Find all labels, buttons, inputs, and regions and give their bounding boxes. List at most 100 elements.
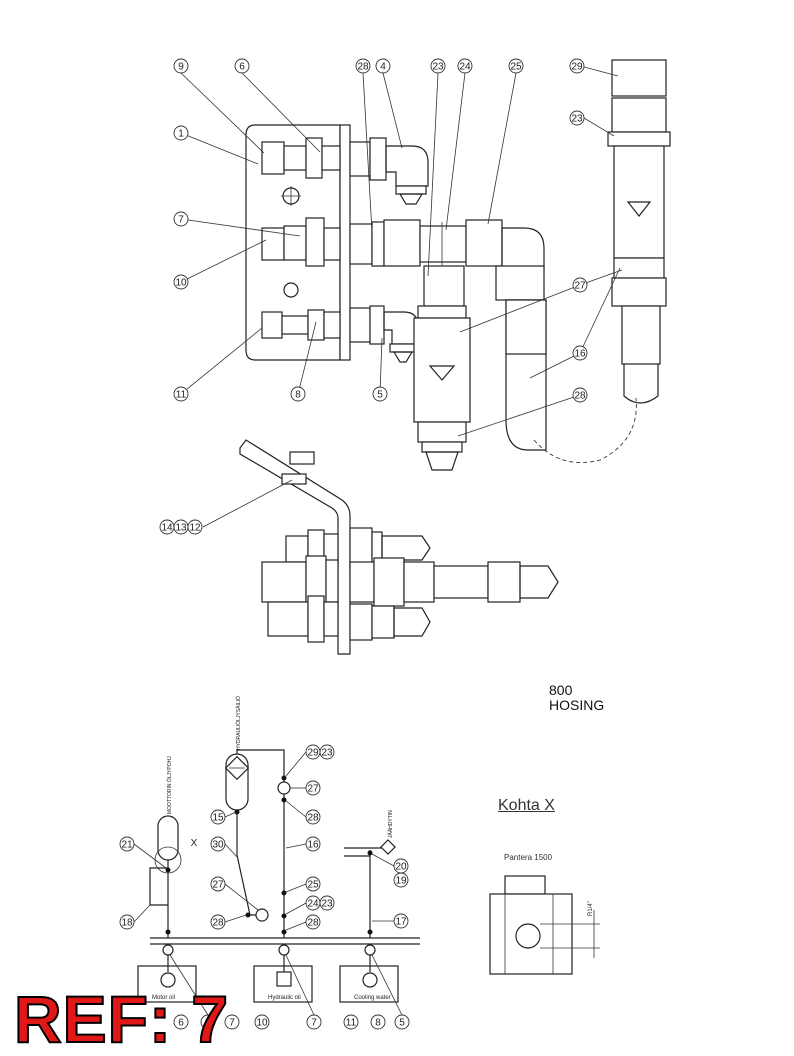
svg-text:10: 10 <box>175 278 187 289</box>
svg-text:16: 16 <box>574 349 586 360</box>
svg-text:28: 28 <box>357 62 369 73</box>
svg-text:16: 16 <box>307 840 319 851</box>
svg-text:5: 5 <box>377 390 383 401</box>
callout-4: 4 <box>375 58 391 74</box>
svg-text:7: 7 <box>311 1018 317 1029</box>
svg-text:28: 28 <box>307 813 319 824</box>
s-callout-16: 16 <box>305 836 321 852</box>
callout-11: 11 <box>173 386 189 402</box>
svg-text:13: 13 <box>175 523 187 534</box>
callout-23: 23 <box>430 58 446 74</box>
callout-10: 10 <box>173 274 189 290</box>
svg-text:8: 8 <box>295 390 301 401</box>
svg-text:6: 6 <box>205 1018 211 1029</box>
hydraulic-tank-label: HYDRAULIÖLJYSÄILIÖ <box>235 696 242 750</box>
callout-23b: 23 <box>569 110 585 126</box>
s-callout-19: 19 <box>393 872 409 888</box>
detail-title: Kohta X <box>498 797 555 814</box>
svg-text:17: 17 <box>395 917 407 928</box>
s-callout-28c: 28 <box>305 914 321 930</box>
s-callout-8: 8 <box>370 1014 386 1030</box>
svg-text:12: 12 <box>189 523 201 534</box>
panel-hydraulic-label: Hydraulic oil <box>268 995 301 1001</box>
svg-text:28: 28 <box>307 918 319 929</box>
svg-text:21: 21 <box>121 840 133 851</box>
callout-16: 16 <box>572 345 588 361</box>
svg-text:25: 25 <box>307 880 319 891</box>
callout-28: 28 <box>355 58 371 74</box>
callout-12: 12 <box>187 519 203 535</box>
svg-text:7: 7 <box>178 215 184 226</box>
s-callout-11: 11 <box>343 1014 359 1030</box>
svg-text:18: 18 <box>121 918 133 929</box>
panel-motor-label: Motor oil <box>152 995 175 1001</box>
s-callout-27b: 27 <box>210 876 226 892</box>
svg-text:28: 28 <box>574 391 586 402</box>
callout-7: 7 <box>173 211 189 227</box>
callout-27: 27 <box>572 277 588 293</box>
callout-8: 8 <box>290 386 306 402</box>
s-callout-20: 20 <box>393 858 409 874</box>
svg-text:23: 23 <box>432 62 444 73</box>
motor-oil-drain-label: MOOTTORIN ÖLJYPOHJ <box>166 756 173 814</box>
s-callout-5: 5 <box>394 1014 410 1030</box>
svg-text:8: 8 <box>375 1018 381 1029</box>
s-callout-21: 21 <box>119 836 135 852</box>
s-callout-23: 23 <box>319 744 335 760</box>
pantera-label: Pantera 1500 <box>504 853 553 862</box>
s-callout-30: 30 <box>210 836 226 852</box>
callout-9: 9 <box>173 58 189 74</box>
svg-text:23: 23 <box>321 899 333 910</box>
svg-text:5: 5 <box>399 1018 405 1029</box>
svg-text:23: 23 <box>321 748 333 759</box>
callout-25: 25 <box>508 58 524 74</box>
svg-text:4: 4 <box>380 62 386 73</box>
svg-text:15: 15 <box>212 813 224 824</box>
top-assembly <box>245 59 671 471</box>
svg-text:20: 20 <box>395 862 407 873</box>
svg-text:27: 27 <box>307 784 319 795</box>
callout-29: 29 <box>569 58 585 74</box>
svg-text:10: 10 <box>256 1018 268 1029</box>
s-callout-27: 27 <box>305 780 321 796</box>
svg-text:11: 11 <box>346 1018 357 1029</box>
callout-leaders <box>180 66 623 528</box>
svg-text:27: 27 <box>212 880 224 891</box>
s-callout-10: 10 <box>254 1014 270 1030</box>
hydraulic-schematic: HYDRAULIÖLJYSÄILIÖ MOOTTORIN ÖLJYPOHJ JÄ… <box>137 696 420 1003</box>
svg-text:29: 29 <box>571 62 583 73</box>
drawing-title-number: 800 <box>549 682 573 698</box>
svg-text:27: 27 <box>574 281 586 292</box>
s-callout-6: 6 <box>173 1014 189 1030</box>
svg-text:6: 6 <box>178 1018 184 1029</box>
panel-cooling-label: Cooling water <box>354 995 391 1001</box>
s-callout-24: 24 <box>305 895 321 911</box>
svg-text:30: 30 <box>212 840 224 851</box>
callout-13: 13 <box>173 519 189 535</box>
drawing-title-name: HOSING <box>549 697 605 713</box>
svg-text:24: 24 <box>459 62 471 73</box>
svg-text:14: 14 <box>161 523 173 534</box>
detail-kohta-x: R1/4" <box>489 875 600 975</box>
svg-text:29: 29 <box>307 748 319 759</box>
s-callout-28b: 28 <box>210 914 226 930</box>
svg-text:6: 6 <box>239 62 245 73</box>
s-callout-28: 28 <box>305 809 321 825</box>
s-callout-17: 17 <box>393 913 409 929</box>
s-callout-7: 7 <box>306 1014 322 1030</box>
drawing-title: 800 HOSING <box>549 683 604 713</box>
callout-28b: 28 <box>572 387 588 403</box>
ref-badge: REF: 7 <box>13 982 230 1056</box>
svg-text:23: 23 <box>571 114 583 125</box>
middle-assembly <box>239 439 559 655</box>
svg-text:11: 11 <box>176 390 187 401</box>
thread-label: R1/4" <box>588 901 594 916</box>
svg-text:24: 24 <box>307 899 319 910</box>
s-callout-25: 25 <box>305 876 321 892</box>
callout-14: 14 <box>159 519 175 535</box>
s-callout-29: 29 <box>305 744 321 760</box>
s-callout-15: 15 <box>210 809 226 825</box>
s-callout-7b: 7 <box>224 1014 240 1030</box>
svg-text:9: 9 <box>178 62 184 73</box>
